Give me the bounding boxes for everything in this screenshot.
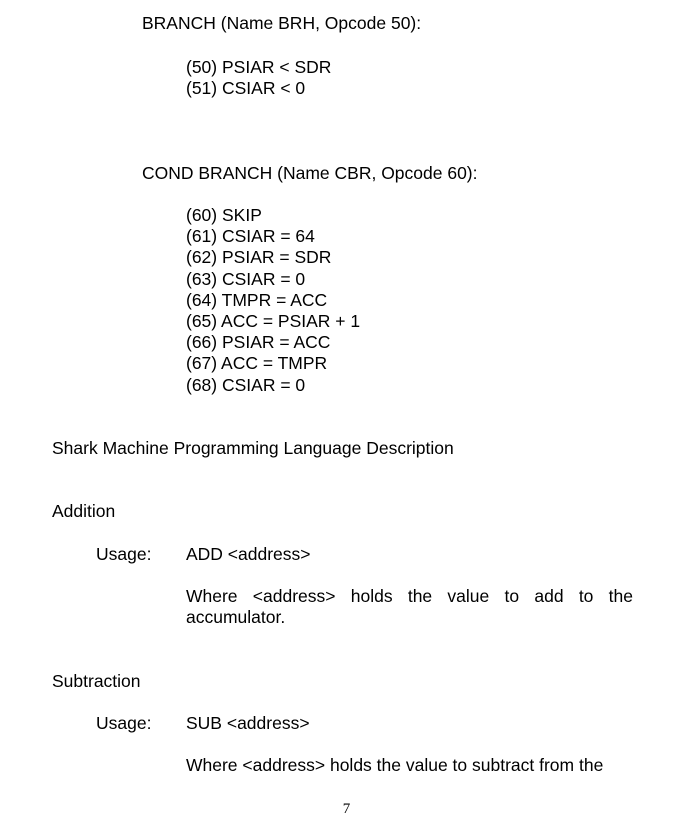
microcode-line: (64) TMPR = ACC	[186, 289, 328, 310]
microcode-line: (66) PSIAR = ACC	[186, 332, 331, 353]
subtraction-heading: Subtraction	[52, 671, 141, 691]
microcode-line: (51) CSIAR < 0	[186, 78, 306, 99]
addition-heading: Addition	[52, 501, 116, 521]
page-number: 7	[342, 801, 351, 817]
subtraction-usage-label: Usage:	[96, 713, 152, 733]
addition-usage-value: ADD <address>	[186, 544, 311, 564]
cond-branch-heading: COND BRANCH (Name CBR, Opcode 60):	[142, 163, 478, 183]
subtraction-description: Where <address> holds the value to subtr…	[186, 755, 604, 775]
section-title: Shark Machine Programming Language Descr…	[52, 438, 454, 458]
microcode-line: (67) ACC = TMPR	[186, 353, 328, 374]
addition-description: Where <address> holds the value to add t…	[186, 586, 633, 627]
microcode-line: (65) ACC = PSIAR + 1	[186, 311, 361, 332]
microcode-line: (60) SKIP	[186, 205, 262, 225]
microcode-line: (63) CSIAR = 0	[186, 268, 306, 289]
microcode-line: (61) CSIAR = 64	[186, 226, 315, 247]
microcode-line: (68) CSIAR = 0	[186, 374, 306, 395]
subtraction-usage-value: SUB <address>	[186, 713, 310, 733]
addition-usage-label: Usage:	[96, 544, 152, 564]
cond-branch-microcode-list: (60) SKIP (61) CSIAR = 64 (62) PSIAR = S…	[186, 205, 360, 396]
microcode-line: (62) PSIAR = SDR	[186, 247, 332, 268]
branch-microcode-list: (50) PSIAR < SDR (51) CSIAR < 0	[186, 57, 331, 99]
branch-heading: BRANCH (Name BRH, Opcode 50):	[142, 13, 422, 33]
microcode-line: (50) PSIAR < SDR	[186, 57, 332, 77]
